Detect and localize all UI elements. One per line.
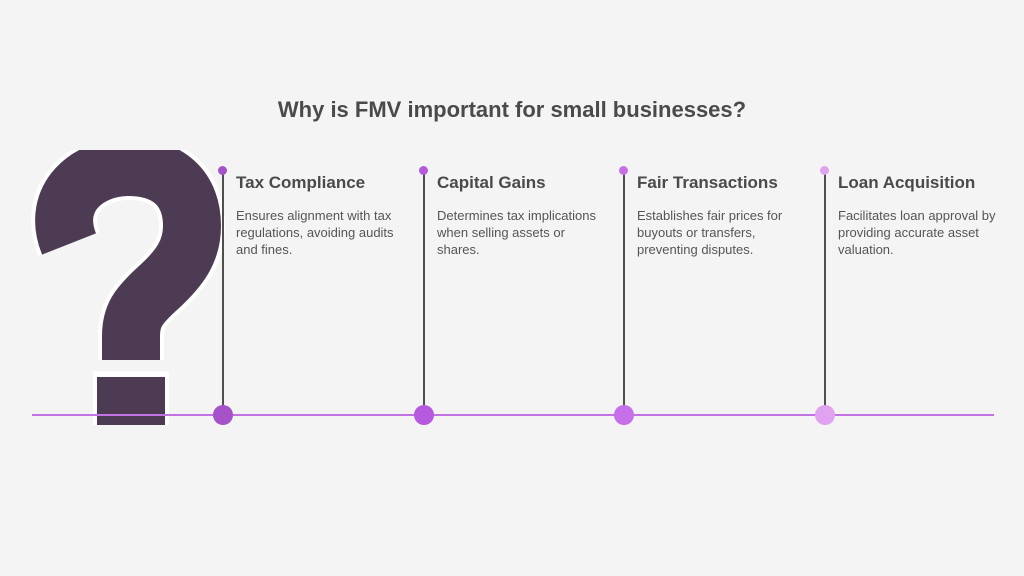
step-description: Establishes fair prices for buyouts or t…	[637, 208, 783, 257]
step-stem	[423, 172, 425, 414]
timeline-node	[614, 405, 634, 425]
timeline-node	[213, 405, 233, 425]
step-description: Ensures alignment with tax regulations, …	[236, 208, 394, 257]
step-top-dot	[820, 166, 829, 175]
step-top-dot	[619, 166, 628, 175]
step-top-dot	[218, 166, 227, 175]
step-stem	[222, 172, 224, 414]
timeline-line	[32, 414, 994, 416]
step-title: Tax Compliance	[236, 173, 366, 192]
step-stem	[824, 172, 826, 414]
step-title: Capital Gains	[437, 173, 546, 192]
timeline-node	[815, 405, 835, 425]
step-title: Loan Acquisition	[838, 173, 976, 192]
step-stem	[623, 172, 625, 414]
page-title: Why is FMV important for small businesse…	[277, 97, 747, 122]
step-description: Facilitates loan approval by providing a…	[838, 208, 996, 257]
step-description: Determines tax implications when selling…	[437, 208, 596, 257]
step-title: Fair Transactions	[637, 173, 778, 192]
step-top-dot	[419, 166, 428, 175]
question-mark-icon	[31, 150, 225, 425]
timeline-node	[414, 405, 434, 425]
